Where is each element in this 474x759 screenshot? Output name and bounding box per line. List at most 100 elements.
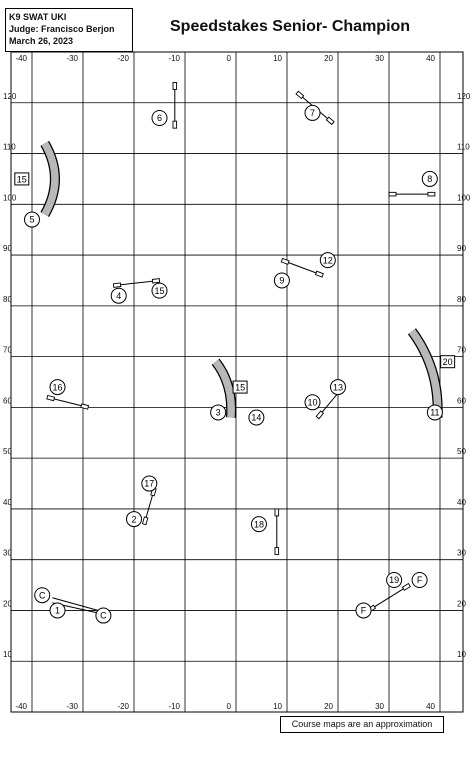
y-tick-label-right: 20 (457, 599, 466, 608)
obstacle-number: F (417, 575, 423, 585)
obstacle-number: 19 (389, 575, 399, 585)
y-tick-label-right: 50 (457, 447, 466, 456)
obstacle-number-circle (151, 282, 168, 299)
jump-wing (172, 82, 178, 90)
y-tick-label-left: 90 (3, 244, 12, 253)
jump-wing (427, 191, 436, 197)
jump-wing (315, 410, 325, 420)
jump-wing (295, 90, 305, 100)
obstacle-number: 10 (307, 398, 317, 408)
jump-wing (172, 120, 178, 129)
obstacle-number: 4 (116, 291, 121, 301)
obstacle-number: 17 (144, 479, 154, 489)
x-tick-label-top: 30 (375, 54, 384, 63)
x-tick-label-top: -20 (117, 54, 129, 63)
y-tick-label-right: 80 (457, 295, 466, 304)
obstacle-number-circle (210, 404, 227, 421)
obstacle-number: 13 (333, 382, 343, 392)
x-tick-label-top: 20 (324, 54, 333, 63)
jump-wing (80, 403, 90, 410)
obstacle-number-circle (49, 379, 66, 396)
jump-wing (151, 278, 161, 284)
x-tick-label-top: 0 (227, 54, 232, 63)
obstacle-number: 16 (52, 382, 62, 392)
y-tick-label-left: 40 (3, 498, 12, 507)
tunnel-number-box (14, 172, 30, 186)
obstacle-number: 15 (154, 286, 164, 296)
obstacle-number: 14 (251, 413, 261, 423)
tunnel (41, 141, 59, 217)
x-tick-label-top: -40 (15, 54, 27, 63)
y-tick-label-left: 50 (3, 447, 12, 456)
y-tick-label-right: 60 (457, 396, 466, 405)
x-tick-label-bottom: 40 (426, 702, 435, 711)
jump-wing (112, 282, 122, 288)
tunnel-number: 15 (17, 174, 27, 184)
jump-bar (113, 279, 160, 287)
jump-wing (325, 116, 335, 126)
y-tick-label-left: 70 (3, 346, 12, 355)
x-tick-label-bottom: -40 (15, 702, 27, 711)
obstacle-number-circle (355, 602, 372, 619)
obstacle-number: 1 (55, 606, 60, 616)
x-tick-label-top: 40 (426, 54, 435, 63)
y-tick-label-right: 70 (457, 346, 466, 355)
start-line (52, 597, 99, 611)
obstacle-number-circle (319, 252, 336, 269)
course-title: Speedstakes Senior- Champion (170, 18, 411, 35)
obstacle-number: 9 (279, 276, 284, 286)
x-tick-label-bottom: -30 (66, 702, 78, 711)
obstacle-number-circle (151, 110, 168, 126)
obstacle-number: 5 (29, 215, 34, 225)
obstacle-number-circle (250, 516, 267, 533)
event-date: March 26, 2023 (9, 36, 74, 46)
obstacle-number-circle (49, 602, 66, 619)
obstacle-number-circle (110, 287, 127, 304)
y-tick-label-right: 30 (457, 549, 466, 558)
y-tick-label-left: 110 (3, 143, 16, 152)
x-tick-label-bottom: 10 (273, 702, 282, 711)
field-border (10, 51, 464, 713)
x-tick-label-bottom: -20 (117, 702, 129, 711)
y-tick-label-right: 120 (457, 92, 471, 101)
obstacle-number: 11 (430, 408, 439, 418)
jump-wing (46, 394, 56, 402)
y-tick-label-left: 30 (3, 549, 12, 558)
y-tick-label-right: 90 (457, 244, 466, 253)
jump-wing (274, 547, 280, 556)
obstacle-number-circle (330, 379, 346, 396)
y-tick-label-right: 100 (457, 193, 471, 202)
obstacle-number-circle (24, 211, 40, 228)
obstacle-number-circle (248, 409, 265, 426)
obstacle-number-circle (126, 511, 142, 528)
obstacle-number: C (100, 611, 107, 621)
event-name: K9 SWAT UKI (9, 12, 67, 22)
y-tick-label-right: 40 (457, 498, 466, 507)
obstacle-number-circle (421, 170, 438, 187)
jump-wing (314, 270, 324, 278)
y-tick-label-right: 110 (457, 143, 470, 152)
tunnel (212, 359, 235, 418)
obstacle-number-circle (34, 587, 51, 604)
y-tick-label-left: 60 (3, 396, 12, 405)
jump-wing (274, 508, 280, 517)
x-tick-label-bottom: 30 (375, 702, 384, 711)
x-tick-label-bottom: -10 (168, 702, 180, 711)
obstacle-number: C (39, 590, 46, 600)
judge-name: Judge: Francisco Berjon (9, 24, 115, 34)
obstacle-number-circle (304, 104, 321, 121)
tunnel-number: 15 (235, 383, 245, 393)
x-tick-label-bottom: 20 (324, 702, 333, 711)
y-tick-label-left: 120 (3, 92, 17, 101)
y-tick-label-right: 10 (457, 650, 466, 659)
obstacle-number-circle (141, 475, 158, 492)
obstacle-number: F (361, 606, 367, 616)
obstacle-number: 3 (216, 408, 221, 418)
obstacle-number: 8 (427, 174, 432, 184)
x-tick-label-bottom: 0 (227, 702, 232, 711)
obstacle-number: 2 (131, 514, 136, 524)
jump-wing (141, 516, 149, 526)
obstacle-number: 18 (254, 519, 264, 529)
approximation-note: Course maps are an approximation (280, 716, 444, 733)
